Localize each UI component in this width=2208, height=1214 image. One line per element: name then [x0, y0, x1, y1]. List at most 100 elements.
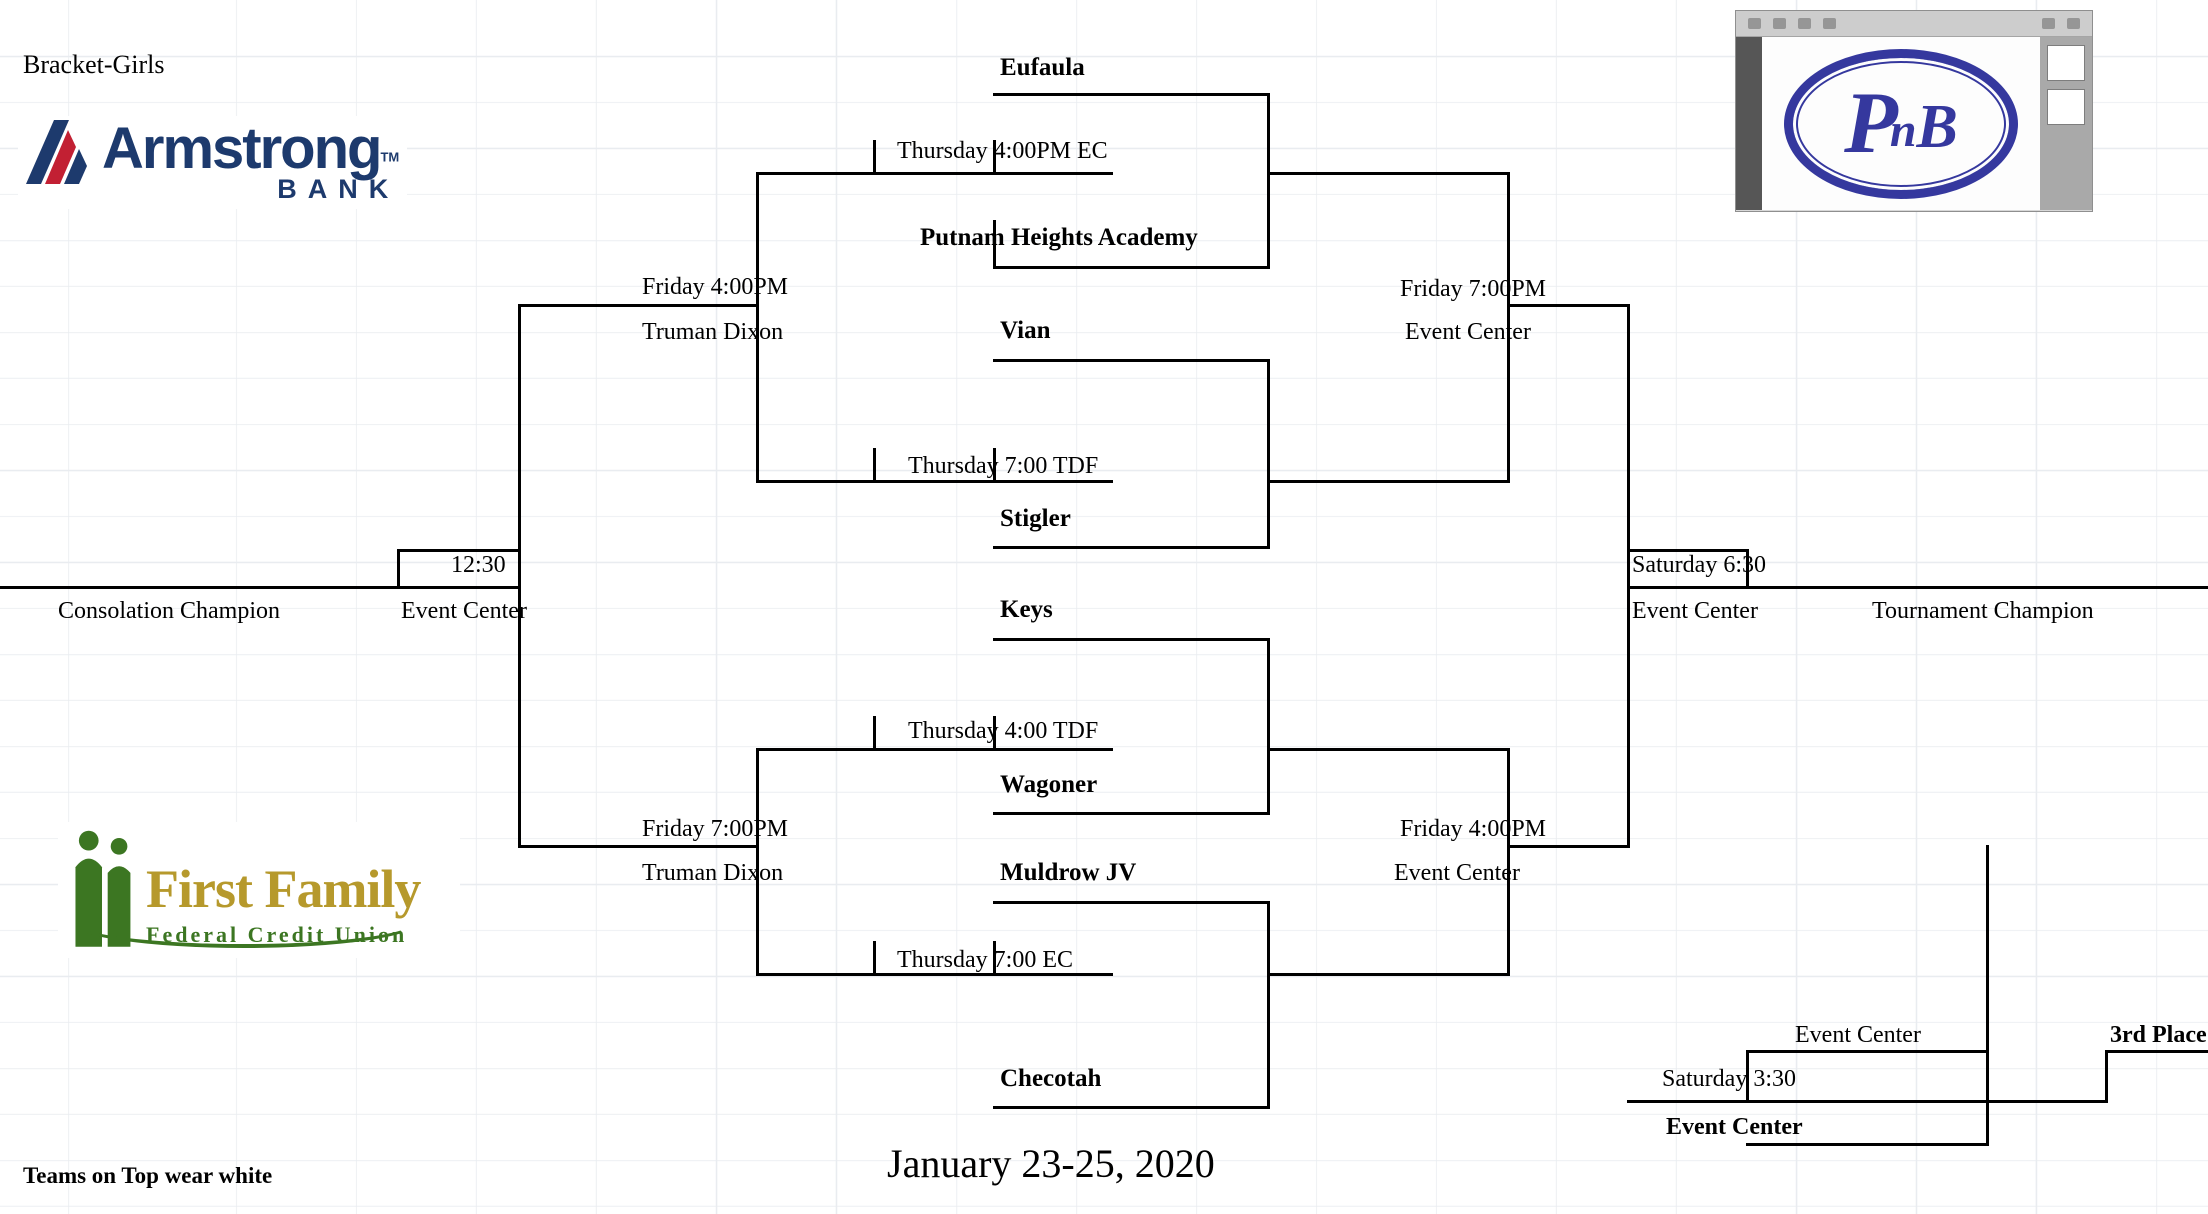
- toolbar-icon: [1798, 18, 1811, 29]
- teams-note: Teams on Top wear white: [23, 1163, 273, 1188]
- team-vian: Vian: [1000, 317, 1051, 344]
- round1-game3-time: Thursday 4:00 TDF: [908, 718, 1099, 744]
- toolbar-icon: [1748, 18, 1761, 29]
- bracket-line: [993, 359, 1267, 362]
- bracket-line: [993, 546, 1267, 549]
- bracket-line: [993, 448, 996, 483]
- tournament-champion-label: Tournament Champion: [1872, 598, 2094, 624]
- bracket-line: [518, 304, 521, 848]
- third-place-label: 3rd Place: [2110, 1022, 2207, 1048]
- toolbar-icon: [2042, 18, 2055, 29]
- toolbar-icon: [1773, 18, 1786, 29]
- bracket-line: [756, 480, 1113, 483]
- pnb-window-left-panel: [1736, 37, 1762, 210]
- pnb-oval-icon: P n B: [1784, 48, 2018, 199]
- round1-game4-time: Thursday 7:00 EC: [897, 947, 1073, 973]
- bracket-line: [993, 812, 1267, 815]
- bracket-line: [397, 549, 518, 552]
- bracket-line: [1267, 359, 1270, 549]
- third-place-venue-top: Event Center: [1795, 1022, 1921, 1048]
- bracket-line: [1627, 1100, 2105, 1103]
- bracket-line: [756, 172, 759, 483]
- third-place-time: Saturday 3:30: [1662, 1066, 1796, 1092]
- consolation-champion-label: Consolation Champion: [58, 598, 280, 624]
- bracket-line: [1267, 480, 1507, 483]
- bracket-line: [756, 748, 759, 976]
- team-stigler: Stigler: [1000, 505, 1071, 532]
- first-family-name: First Family: [146, 859, 421, 919]
- bracket-line: [1507, 845, 1627, 848]
- armstrong-mark-icon: [26, 120, 87, 184]
- team-muldrow-jv: Muldrow JV: [1000, 859, 1137, 886]
- semi1-venue: Event Center: [1405, 319, 1531, 345]
- round1-game1-time: Thursday 4:00PM EC: [897, 138, 1108, 164]
- semi2-venue: Event Center: [1394, 860, 1520, 886]
- bracket-line: [1267, 93, 1270, 269]
- page-title: Bracket-Girls: [23, 50, 165, 79]
- bracket-line: [756, 748, 1113, 751]
- bracket-line: [1986, 845, 1989, 1146]
- armstrong-bank-logo: ArmstrongTM BANK: [18, 116, 408, 209]
- consolation-final-venue: Event Center: [401, 598, 527, 624]
- bracket-line: [1507, 748, 1510, 976]
- first-family-text: First Family Federal Credit Union: [146, 859, 421, 948]
- armstrong-trademark: TM: [380, 149, 400, 165]
- bracket-line: [1267, 973, 1507, 976]
- pnb-logo-window: P n B: [1735, 10, 2093, 212]
- first-family-swoosh: [70, 896, 418, 948]
- bracket-line: [873, 716, 876, 751]
- bracket-line: [993, 93, 1267, 96]
- semi1-time: Friday 7:00PM: [1400, 276, 1547, 302]
- armstrong-bank-label: BANK: [277, 174, 400, 204]
- team-eufaula: Eufaula: [1000, 54, 1085, 81]
- bracket-line: [1507, 304, 1627, 307]
- pnb-window-body: P n B: [1736, 37, 2092, 210]
- toolbar-icon: [1823, 18, 1836, 29]
- bracket-line: [0, 586, 518, 589]
- bracket-line: [873, 140, 876, 175]
- bracket-line: [1267, 638, 1270, 815]
- pnb-letter: n: [1889, 103, 1917, 157]
- team-putnam-heights-academy: Putnam Heights Academy: [920, 224, 1198, 251]
- team-wagoner: Wagoner: [1000, 771, 1098, 798]
- bracket-line: [1746, 1050, 1986, 1053]
- bracket-line: [1746, 1143, 1986, 1146]
- armstrong-text: ArmstrongTM BANK: [102, 120, 399, 205]
- bracket-line: [756, 973, 1113, 976]
- third-place-venue: Event Center: [1666, 1114, 1803, 1140]
- bracket-line: [397, 549, 400, 589]
- bracket-line: [1267, 172, 1507, 175]
- consolation-semi2-venue: Truman Dixon: [642, 860, 784, 886]
- bracket-line: [993, 716, 996, 751]
- bracket-line: [1267, 901, 1270, 1109]
- round1-game2-time: Thursday 7:00 TDF: [908, 453, 1099, 479]
- tournament-dates: January 23-25, 2020: [887, 1141, 1215, 1186]
- pnb-window-thumbnails: [2040, 37, 2092, 210]
- pnb-thumbnail: [2047, 45, 2085, 81]
- team-checotah: Checotah: [1000, 1065, 1102, 1092]
- bracket-line: [1627, 549, 1746, 552]
- bracket-line: [1746, 1050, 1749, 1103]
- bracket-line: [993, 266, 1267, 269]
- final-venue: Event Center: [1632, 598, 1758, 624]
- first-family-logo: First Family Federal Credit Union: [58, 822, 460, 958]
- toolbar-icon: [2067, 18, 2080, 29]
- bracket-line: [756, 172, 1113, 175]
- bracket-line: [873, 448, 876, 483]
- bracket-line: [993, 1106, 1267, 1109]
- bracket-line: [993, 220, 996, 269]
- pnb-canvas: P n B: [1762, 37, 2040, 210]
- bracket-line: [518, 304, 756, 307]
- consolation-semi1-time: Friday 4:00PM: [642, 274, 789, 300]
- consolation-semi1-venue: Truman Dixon: [642, 319, 784, 345]
- consolation-semi2-time: Friday 7:00PM: [642, 816, 789, 842]
- bracket-line: [1627, 304, 1630, 848]
- pnb-thumbnail: [2047, 89, 2085, 125]
- semi2-time: Friday 4:00PM: [1400, 816, 1547, 842]
- pnb-letter: B: [1916, 92, 1958, 161]
- armstrong-name-row: ArmstrongTM: [102, 120, 399, 178]
- pnb-letter: P: [1844, 74, 1898, 172]
- bracket-line: [1746, 549, 1749, 589]
- bracket-line: [1267, 748, 1507, 751]
